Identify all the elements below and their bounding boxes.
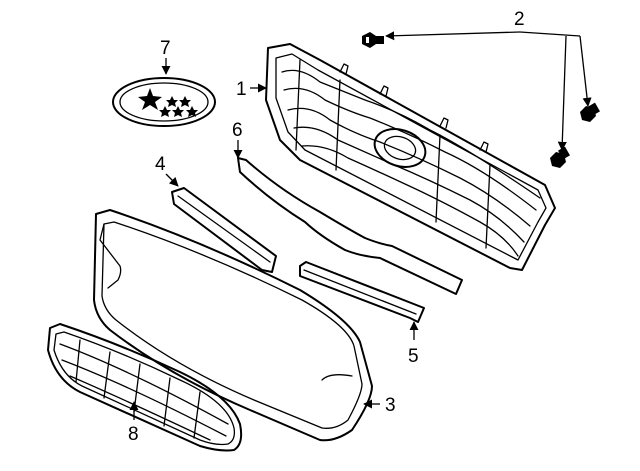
leader-lines xyxy=(129,31,592,420)
lower-grille-part[interactable] xyxy=(47,323,243,452)
callout-7: 7 xyxy=(160,38,171,59)
screw-part-b[interactable] xyxy=(580,102,600,122)
callout-5: 5 xyxy=(408,346,419,367)
screw-part-a[interactable] xyxy=(362,32,384,48)
callout-6: 6 xyxy=(232,120,243,141)
screw-part-c[interactable] xyxy=(550,146,570,168)
callout-2: 2 xyxy=(514,9,525,30)
callout-8: 8 xyxy=(128,424,139,445)
callout-4: 4 xyxy=(155,154,166,175)
callout-1: 1 xyxy=(236,79,247,100)
grille-frame-part[interactable] xyxy=(93,209,373,442)
emblem-part[interactable] xyxy=(112,77,216,127)
left-molding-part[interactable] xyxy=(171,187,277,273)
upper-molding-part[interactable] xyxy=(237,157,463,295)
callout-3: 3 xyxy=(385,395,396,416)
upper-grille-part[interactable] xyxy=(265,43,556,271)
